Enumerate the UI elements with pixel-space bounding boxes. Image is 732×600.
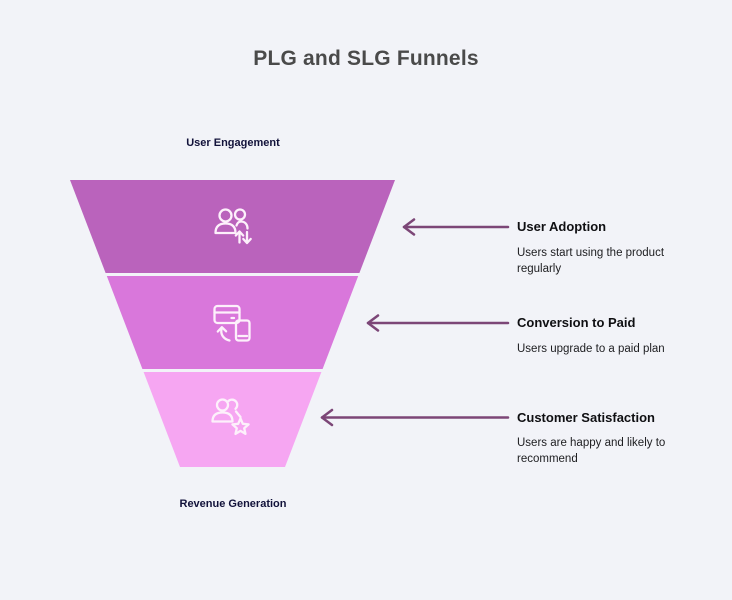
annotation-desc-customer-satisfaction: Users are happy and likely to recommend (517, 437, 666, 465)
funnel-top-label: User Engagement (186, 137, 280, 149)
users-updown-arrows-icon (214, 208, 252, 245)
annotation-desc-conversion-to-paid: Users upgrade to a paid plan (517, 343, 665, 355)
arrow-head-user-adoption (402, 218, 416, 236)
funnel-bottom-label: Revenue Generation (179, 498, 287, 510)
annotation-title-user-adoption: User Adoption (517, 219, 607, 234)
annotation-title-conversion-to-paid: Conversion to Paid (517, 315, 636, 330)
annotation-desc-user-adoption: Users start using the product regularly (517, 247, 665, 275)
user-star-icon (211, 398, 250, 436)
card-phone-payment-icon (213, 304, 251, 342)
page-title: PLG and SLG Funnels (253, 47, 479, 70)
arrow-head-conversion-to-paid (366, 314, 380, 332)
annotation-arrows (320, 218, 510, 427)
arrow-head-customer-satisfaction (320, 408, 334, 427)
annotation-title-customer-satisfaction: Customer Satisfaction (517, 410, 655, 425)
